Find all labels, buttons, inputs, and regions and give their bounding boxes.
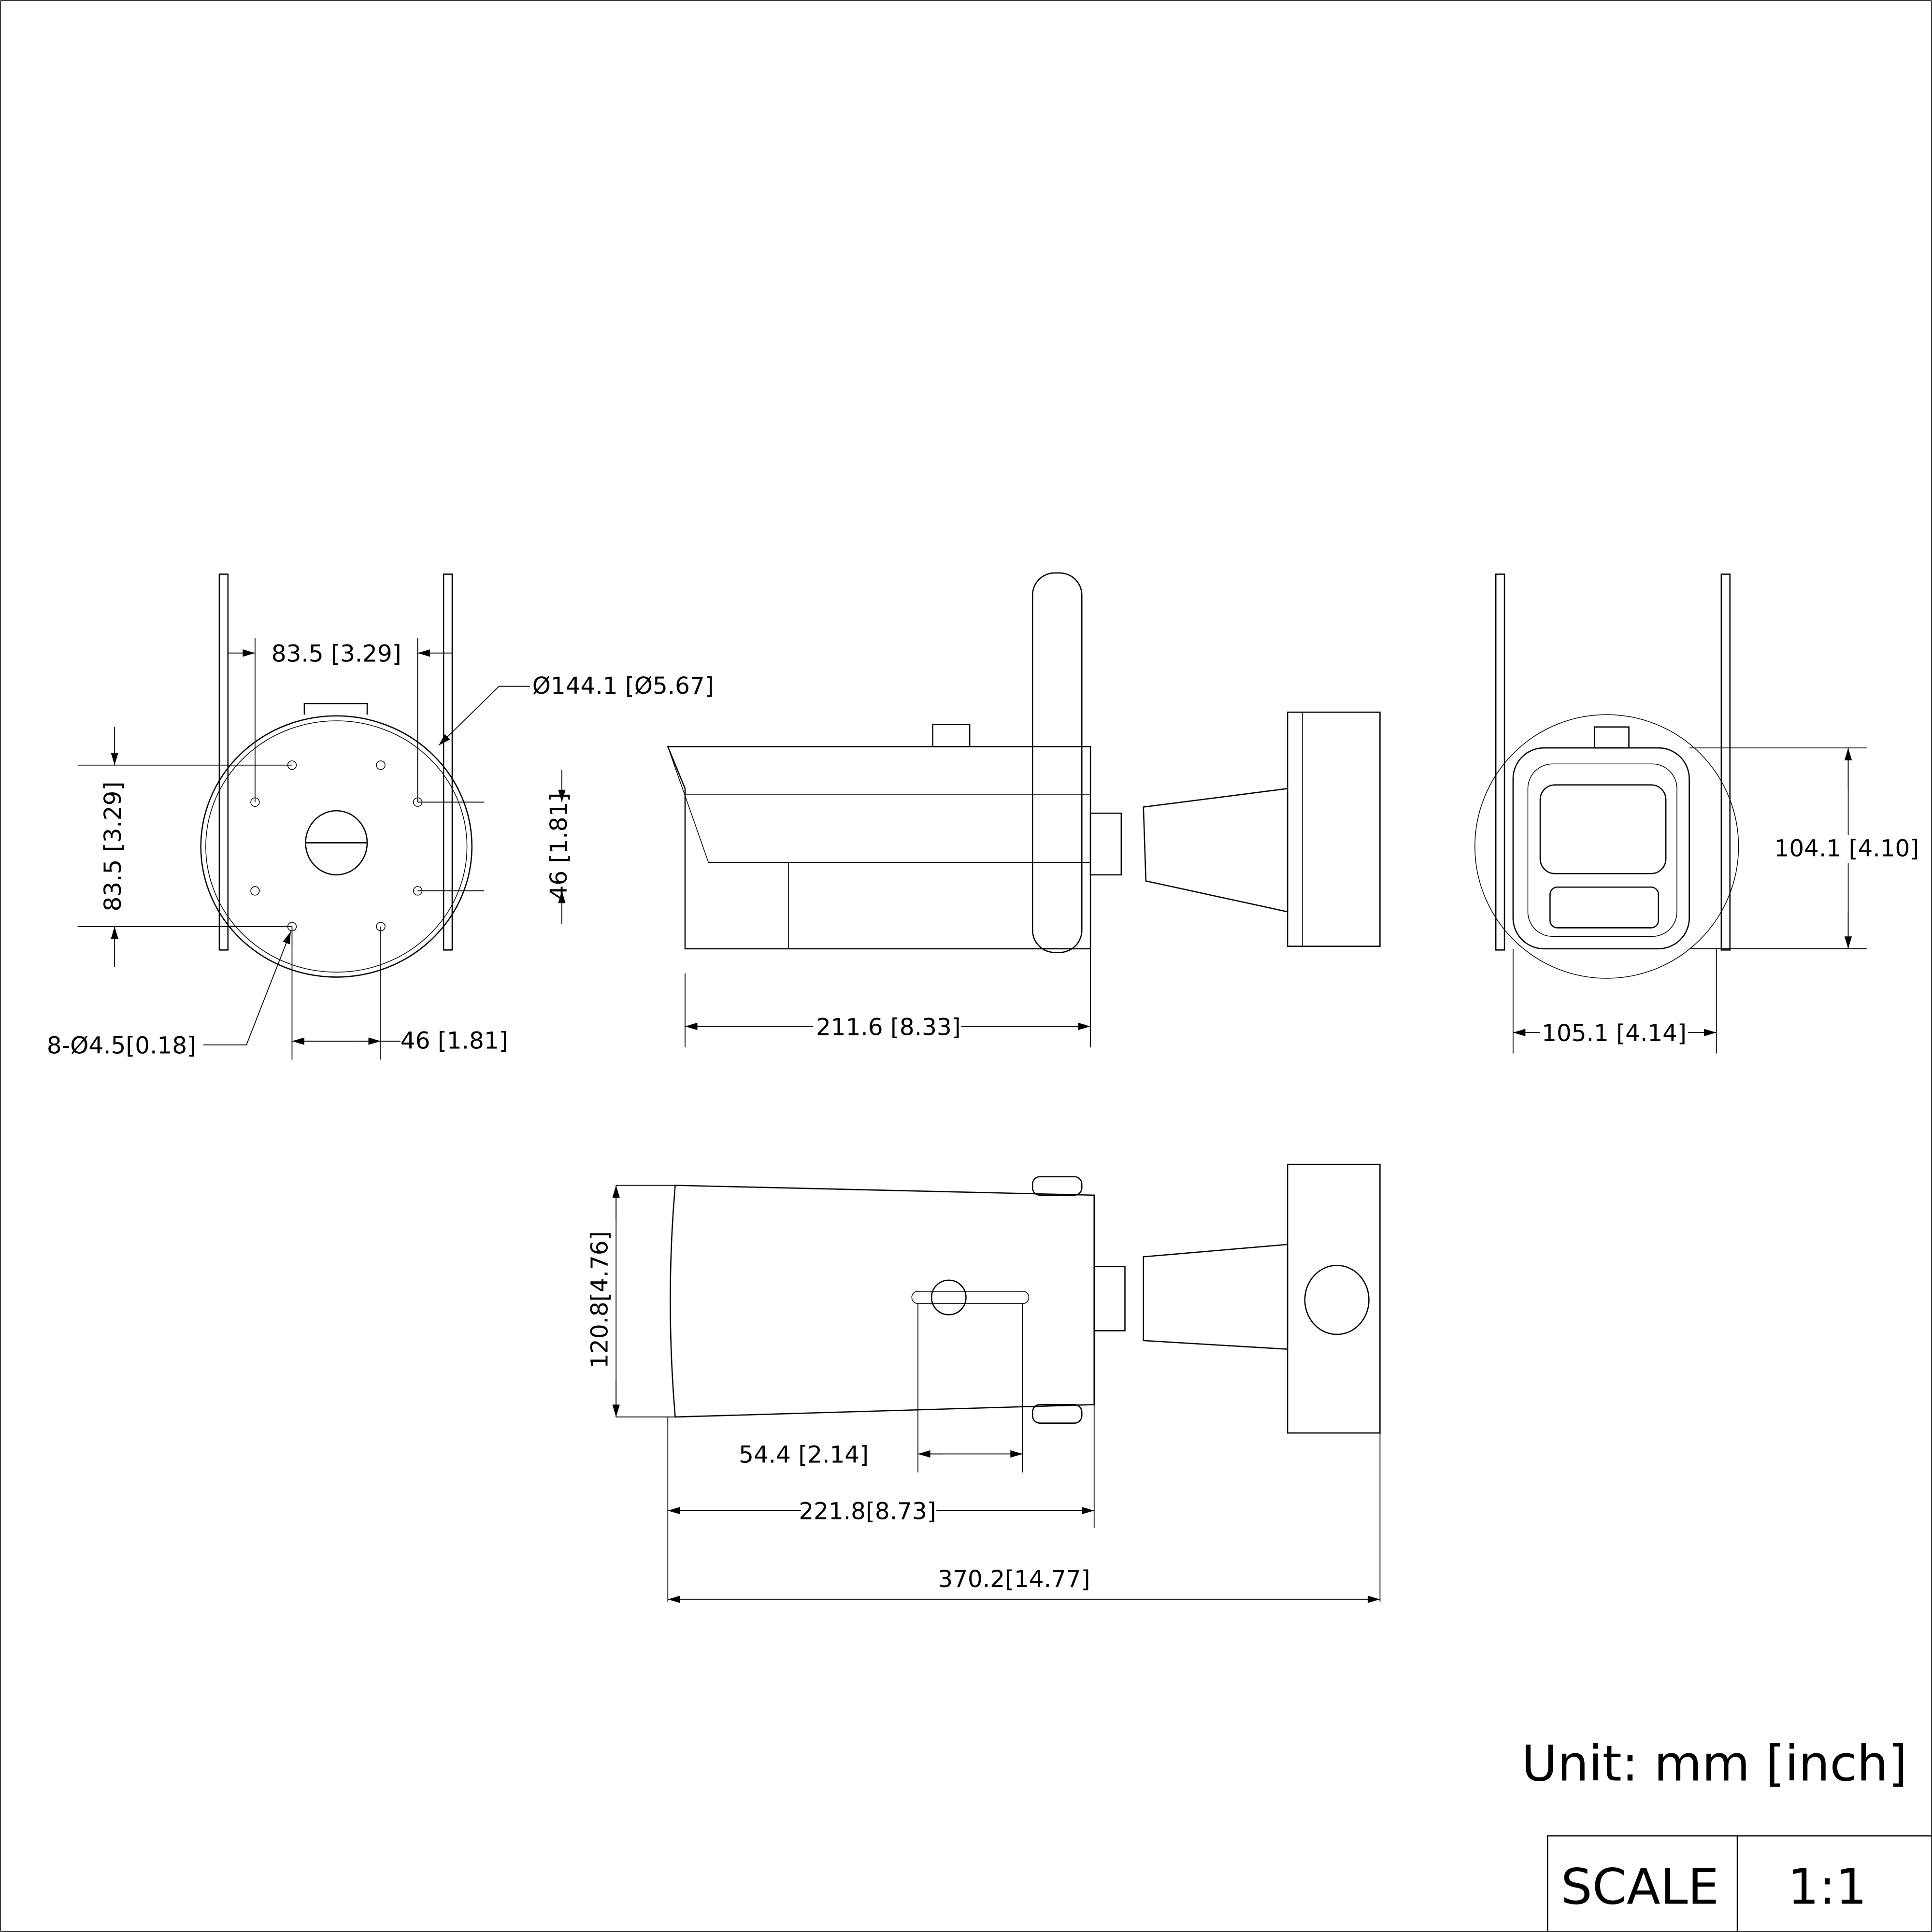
adjust-knob [930,1279,967,1316]
dim-hole-spacing-h: 83.5 [3.29] [272,641,401,668]
dim-inner-spacing-v: 46 [1.81] [545,793,572,901]
dim-front-width: 105.1 [4.14] [1542,1020,1687,1047]
mounting-holes [250,760,423,931]
side-view: 211.6 [8.33] [667,572,1381,1047]
antenna [1031,572,1083,953]
dim-total-length: 370.2[14.77] [938,1566,1090,1593]
scale-value: 1:1 [1788,1858,1867,1916]
dim-slot: 54.4 [2.14] [739,1441,869,1468]
junction-box [1287,711,1381,947]
dim-hole-spacing-v: 83.5 [3.29] [100,782,127,912]
scale-box: SCALE 1:1 [1547,1835,1932,1932]
ir-window [1549,887,1660,929]
antenna-right [443,573,453,951]
dim-diameter: Ø144.1 [Ø5.67] [532,673,714,700]
unit-label: Unit: mm [inch] [1521,1735,1907,1792]
scale-label: SCALE [1561,1858,1719,1916]
focus-knob [932,724,971,747]
front-view: 104.1 [4.10] 105.1 [4.14] [1474,573,1923,1054]
dim-inner-spacing-h: 46 [1.81] [401,1027,508,1054]
dim-body-length: 221.8[8.73] [799,1498,936,1525]
dim-side-length: 211.6 [8.33] [816,1014,961,1041]
dim-front-height: 104.1 [4.10] [1775,835,1919,862]
lens-window [1539,784,1667,874]
dim-holes: 8-Ø4.5[0.18] [47,1032,196,1059]
dim-bottom-height: 120.8[4.76] [586,1231,613,1368]
bottom-view: 120.8[4.76] 54.4 [2.14] 221.8[8.73] 370.… [586,1163,1381,1603]
antenna-left [218,573,229,951]
back-view: 83.5 [3.29] Ø144.1 [Ø5.67] 83.5 [3.29] 4… [47,573,714,1060]
